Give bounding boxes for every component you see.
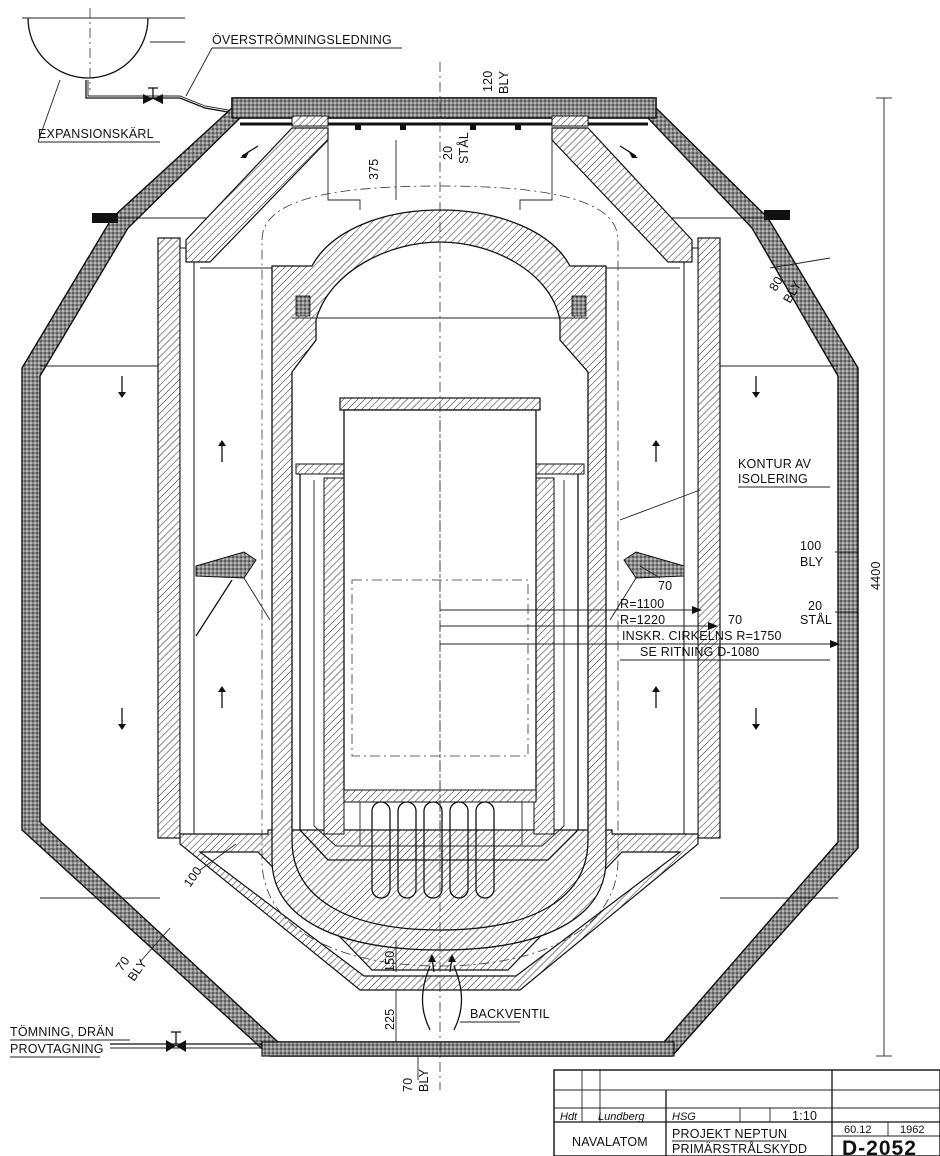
title-company: NAVALATOM [572, 1135, 648, 1149]
title-name: PRIMÄRSTRÅLSKYDD [672, 1141, 807, 1156]
expansion-vessel-label: EXPANSIONSKÄRL [38, 127, 154, 141]
bottom-gap-225: 225 [383, 1009, 397, 1030]
overflow-line-label: ÖVERSTRÖMNINGSLEDNING [212, 33, 392, 47]
drain-label-2: PROVTAGNING [10, 1042, 104, 1056]
title-project: PROJEKT NEPTUN [672, 1127, 787, 1141]
title-sign-3: HSG [672, 1111, 696, 1123]
upper-shoulders [185, 127, 693, 269]
flow-arrows [118, 376, 760, 730]
top-lead-value: 120 [481, 71, 495, 92]
top-gap-dim: 375 [367, 159, 381, 180]
lower-lead-value: 70 [113, 954, 133, 974]
bottom-gap-150: 150 [383, 951, 397, 972]
see-drawing-label: SE RITNING D-1080 [640, 645, 759, 659]
backvalve-label: BACKVENTIL [470, 1007, 550, 1021]
title-scale: 1:10 [792, 1109, 817, 1123]
top-lead-unit: BLY [497, 70, 511, 94]
r1220-label: R=1220 [620, 613, 665, 627]
control-rod-bundle [359, 801, 523, 899]
title-year: 1962 [900, 1124, 924, 1136]
pressure-vessel [271, 209, 607, 951]
insulation-contour [261, 185, 619, 967]
insulation-label-2: ISOLERING [738, 472, 808, 486]
side-shield-columns [157, 237, 721, 839]
side-lead-unit: BLY [800, 555, 824, 569]
title-drawing-number: D-2052 [842, 1137, 917, 1156]
lower-inner-hull [179, 829, 699, 991]
gap-70-label: 70 [658, 579, 672, 593]
inner-wall-dim: 100 [181, 864, 205, 890]
dimension-lines [139, 97, 892, 1080]
gap-70b-label: 70 [728, 613, 742, 627]
r1100-label: R=1100 [620, 597, 664, 611]
support-brackets [195, 551, 685, 637]
title-sign-1: Hdt [560, 1111, 578, 1123]
top-steel-value: 20 [441, 146, 455, 160]
title-block: Hdt Lundberg HSG 1:10 NAVALATOM PROJEKT … [553, 1069, 940, 1156]
drain-line [110, 1031, 262, 1052]
expansion-vessel [22, 8, 246, 116]
bottom-lead-unit: BLY [417, 1068, 431, 1092]
side-steel-unit: STÅL [800, 612, 832, 627]
inscribed-circle-label: INSKR. CIRKELNS R=1750 [622, 629, 782, 643]
total-height-dim: 4400 [869, 561, 883, 590]
top-chamber [240, 115, 638, 210]
title-date: 60.12 [844, 1124, 872, 1136]
title-sign-2: Lundberg [598, 1111, 645, 1123]
top-steel-unit: STÅL [456, 132, 471, 164]
bottom-lead-value: 70 [401, 1078, 415, 1092]
check-valve [421, 954, 520, 1031]
right-lead-value: 80 [766, 274, 785, 293]
shield-inner-outline [40, 217, 838, 899]
drain-label-1: TÖMNING, DRÄN [10, 1025, 114, 1039]
side-steel-value: 20 [808, 599, 822, 613]
insulation-label-1: KONTUR AV [738, 457, 812, 471]
side-lead-value: 100 [800, 539, 821, 553]
